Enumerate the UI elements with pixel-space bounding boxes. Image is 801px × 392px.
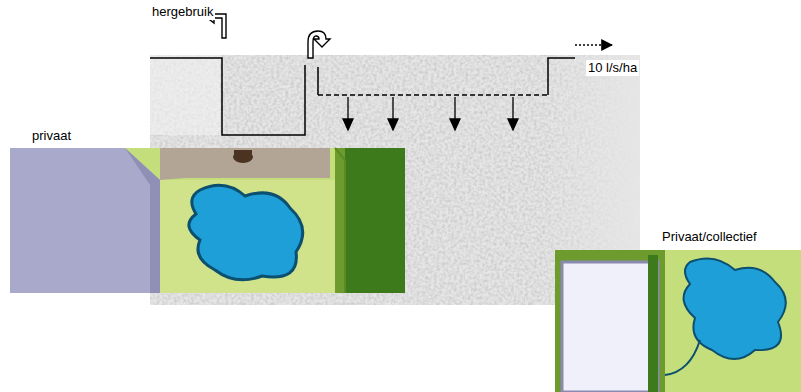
profile-line [318,58,575,95]
plot-label: privaat [30,128,73,144]
private-plot [10,148,405,293]
profile-line [150,58,305,135]
reuse-label: hergebruik [150,4,215,20]
infiltration-arrows [343,97,518,130]
overflow-arrow [308,31,330,58]
collective-plot [555,250,801,392]
flow-rate-label: 10 l/s/ha [586,60,639,76]
outflow-arrow [575,44,612,46]
plot-label: Privaat/collectief [660,229,759,245]
infiltration-bed [318,94,548,96]
